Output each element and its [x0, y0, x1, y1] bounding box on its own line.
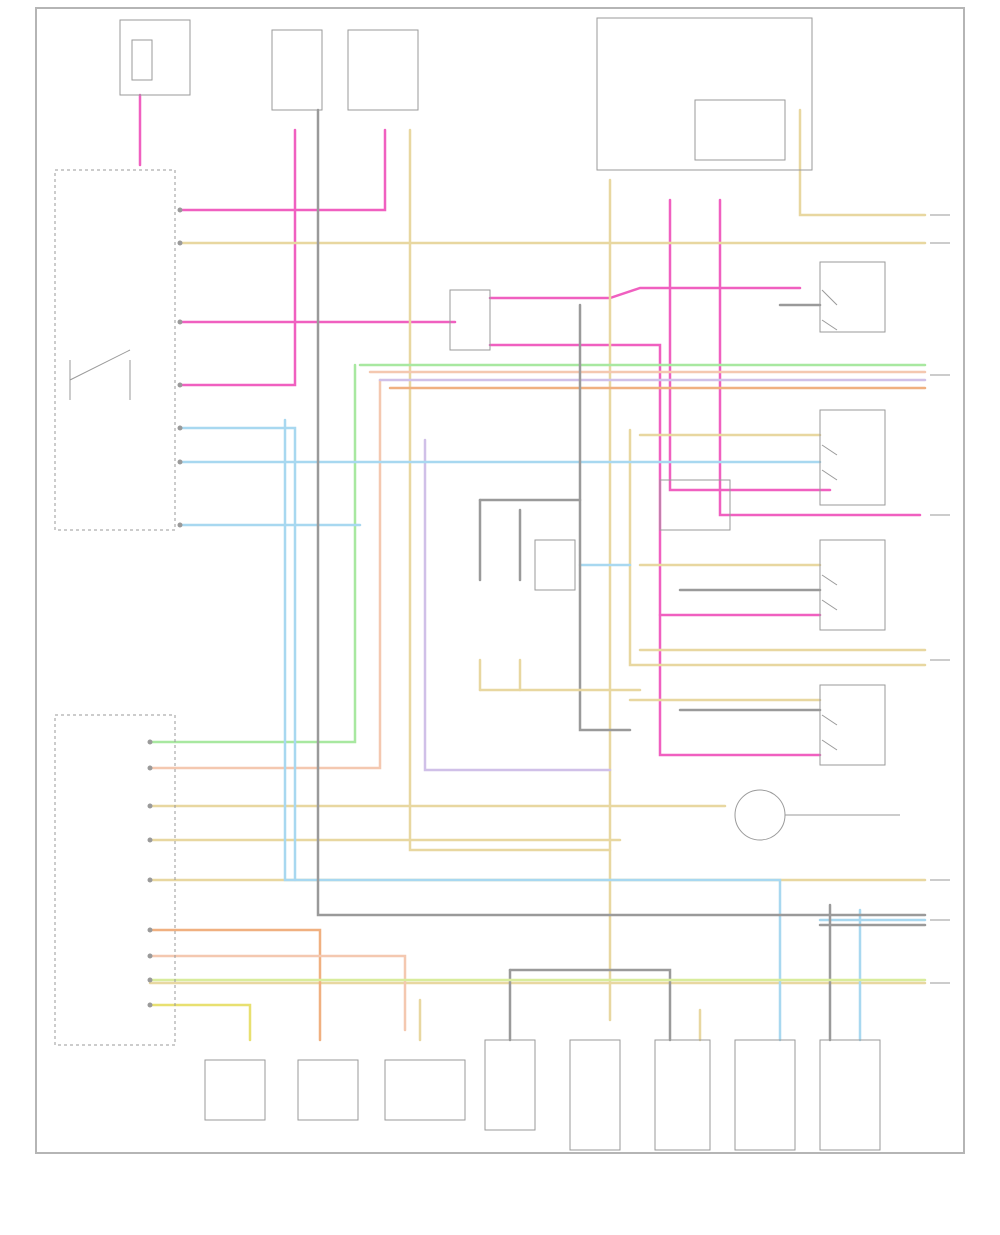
switch-box — [819, 261, 886, 333]
wire-tan — [798, 108, 927, 217]
switch-box — [819, 539, 886, 631]
wire-pink — [668, 198, 832, 492]
wire-peach — [148, 954, 407, 1032]
sensor — [734, 1039, 796, 1151]
wire-peach — [148, 378, 382, 770]
switch-box — [819, 684, 886, 766]
sensor — [569, 1039, 621, 1151]
splice-dot — [147, 877, 153, 883]
switch-box — [819, 409, 886, 506]
sensor — [484, 1039, 536, 1131]
splice-dot — [177, 425, 183, 431]
control-module-inner — [694, 99, 786, 161]
splice-dot — [147, 953, 153, 959]
sensor — [819, 1039, 881, 1151]
wire-pink — [718, 198, 922, 517]
wire-pink — [178, 128, 387, 212]
wire-pink — [178, 128, 297, 387]
relay — [659, 479, 731, 531]
splice-dot — [147, 765, 153, 771]
component-group — [54, 17, 950, 1151]
wire-pink — [488, 286, 802, 300]
wire-blue — [283, 418, 782, 1042]
switch-contact — [821, 289, 838, 751]
splice-dot — [147, 927, 153, 933]
splice-dot — [147, 1002, 153, 1008]
splice-dot — [177, 319, 183, 325]
wire-tan — [628, 428, 927, 667]
wire-tan — [408, 128, 612, 852]
wire-yellow — [148, 1003, 252, 1042]
wire-orange — [148, 928, 322, 1042]
wire-gray — [508, 968, 672, 1042]
splice-dots — [147, 207, 183, 1008]
control-module — [596, 17, 813, 171]
wire-group — [138, 93, 927, 1042]
wire-lavender — [423, 438, 612, 772]
center-module — [534, 539, 576, 591]
splice-dot — [177, 207, 183, 213]
sensor — [204, 1059, 266, 1121]
wire-blue — [178, 426, 297, 882]
splice-dot — [177, 522, 183, 528]
wire-gray — [578, 303, 632, 732]
splice-dot — [177, 459, 183, 465]
switch-contact — [69, 349, 131, 400]
fuse — [131, 39, 153, 81]
fuse-block — [119, 19, 191, 96]
splice-dot — [147, 837, 153, 843]
right-terminal-ticks — [930, 214, 950, 984]
bottom-sensors — [204, 1039, 881, 1151]
splice-dot — [177, 382, 183, 388]
combination-switch — [54, 169, 176, 531]
wire-pink — [488, 343, 822, 757]
splice-dot — [147, 977, 153, 983]
motor — [734, 789, 786, 841]
connector — [449, 289, 491, 351]
diagram-border — [35, 7, 965, 1154]
sensor — [654, 1039, 711, 1151]
sensor — [384, 1059, 466, 1121]
module-connector — [54, 714, 176, 1046]
splice-dot — [147, 739, 153, 745]
sensor — [297, 1059, 359, 1121]
relay — [347, 29, 419, 111]
splice-dot — [177, 240, 183, 246]
relay — [271, 29, 323, 111]
wire-green — [148, 363, 357, 744]
wire-gray — [316, 108, 927, 917]
splice-dot — [147, 803, 153, 809]
